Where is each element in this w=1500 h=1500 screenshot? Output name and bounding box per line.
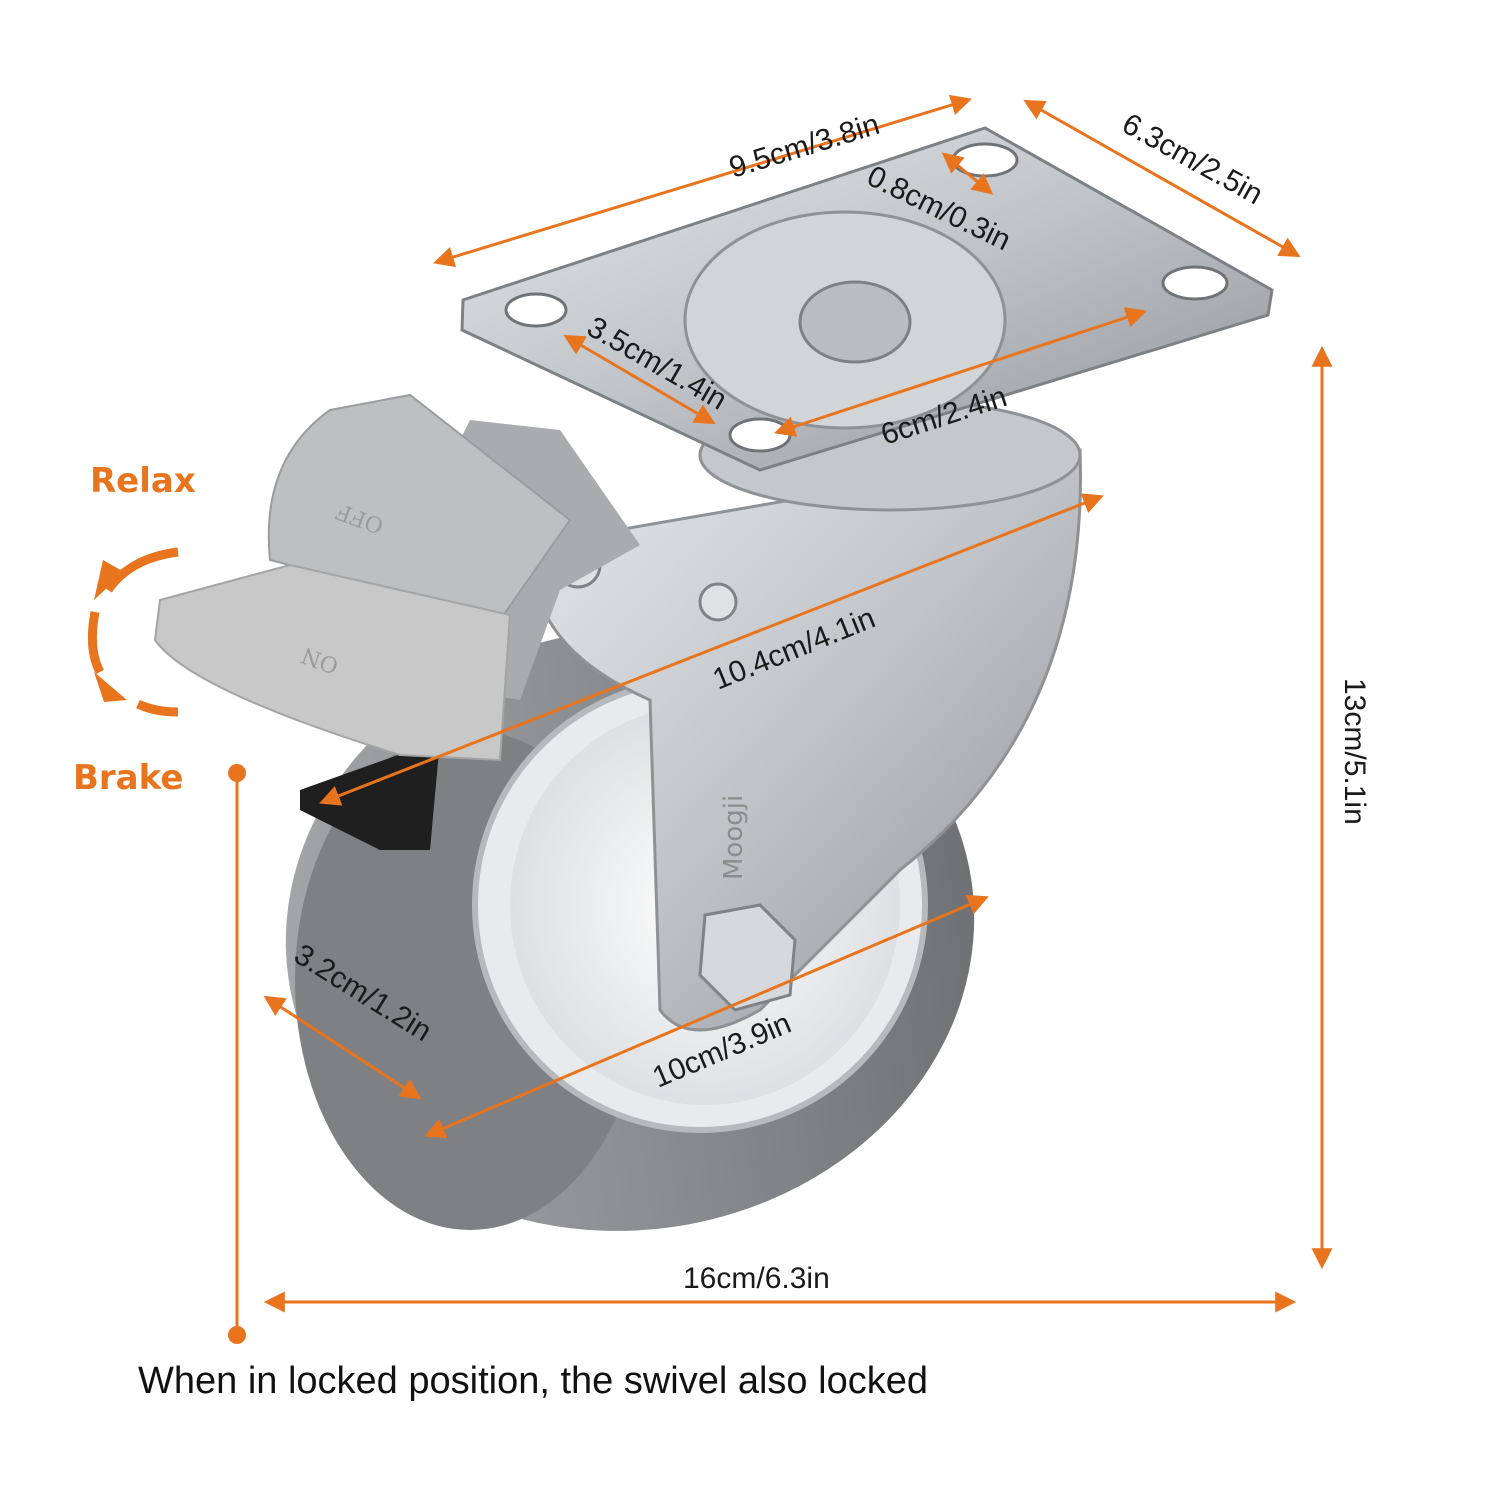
brake-reference-dot-bottom — [228, 1326, 246, 1344]
curved-arrow-mid — [87, 611, 105, 675]
plate-length-arrow — [432, 94, 973, 268]
label-total-length: 16cm/6.3in — [683, 1262, 830, 1295]
plate-kingpin — [798, 280, 912, 364]
curved-arrow-icon — [87, 547, 179, 717]
curved-arrow-lower-head — [94, 672, 127, 702]
label-total-height: 13cm/5.1in — [1338, 678, 1371, 825]
dimension-lines — [235, 94, 1333, 1335]
bolt-hole-arrow — [941, 152, 994, 195]
bolt-hole-1 — [504, 292, 568, 328]
plate-width-arrow — [1023, 99, 1301, 258]
wheel-width-arrow — [263, 995, 422, 1100]
bolt-hole-3 — [1161, 265, 1229, 301]
wheel-diameter-arrow — [424, 894, 989, 1139]
rivet-lower — [698, 582, 738, 622]
curved-arrow-upper — [104, 547, 179, 593]
caption: When in locked position, the swivel also… — [138, 1360, 928, 1402]
bolt-hole-4 — [728, 417, 792, 453]
curved-arrow-lower — [136, 699, 179, 717]
hole-spacing-short-arrow — [563, 334, 716, 425]
hole-spacing-long-arrow — [774, 307, 1147, 437]
curved-arrow-upper-head — [94, 560, 124, 600]
label-relax: Relax — [90, 461, 196, 501]
brand-mark: Moogji — [719, 795, 749, 880]
offset-length-arrow — [319, 493, 1104, 806]
label-brake: Brake — [73, 758, 183, 798]
brake-reference-dot-top — [228, 764, 246, 782]
